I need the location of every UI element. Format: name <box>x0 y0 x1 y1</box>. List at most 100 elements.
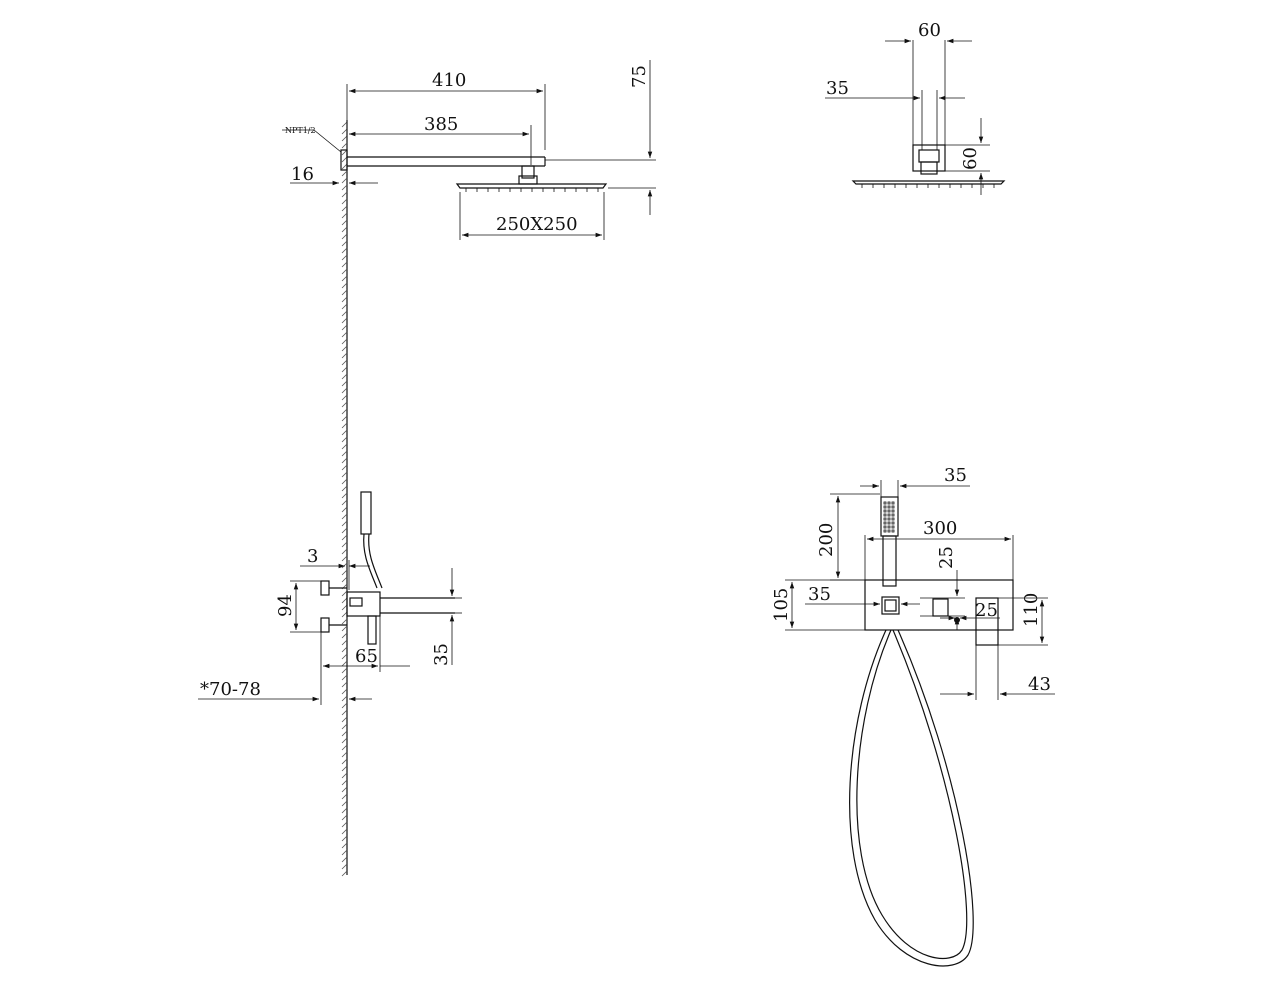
wall-hatch-line <box>341 660 348 667</box>
wall-hatch-line <box>341 457 348 464</box>
dim-spout-height: 110 <box>1021 593 1042 627</box>
spray-hole <box>883 509 887 513</box>
spray-hole <box>887 513 891 517</box>
dim-spout-projection: 65 <box>355 646 378 667</box>
wall-hatch-line <box>341 415 348 422</box>
spray-hole <box>883 517 887 521</box>
wall-hatch-line <box>341 135 348 142</box>
wall-hatch-line <box>341 352 348 359</box>
valve-side-section <box>320 491 455 645</box>
spray-hole <box>887 501 891 505</box>
dim-panel-width: 300 <box>923 518 957 539</box>
wall-hatch-line <box>341 590 348 597</box>
wall-hatch-line <box>341 282 348 289</box>
wall-hatch-line <box>341 191 348 198</box>
wall-hatch-line <box>341 261 348 268</box>
dim-spout-width: 43 <box>1028 674 1051 695</box>
wall-hatch-line <box>341 184 348 191</box>
wall-hatch-line <box>341 324 348 331</box>
wall-hatch-line <box>341 604 348 611</box>
spray-hole <box>887 517 891 521</box>
dim-wall-depth: *70-78 <box>200 679 261 700</box>
wall-hatch-line <box>341 394 348 401</box>
dim-panel-height: 105 <box>771 588 792 622</box>
wall-hatch-line <box>341 758 348 765</box>
wall-hatch-line <box>341 464 348 471</box>
wall-hatch-line <box>341 142 348 149</box>
dim-plate-gap: 3 <box>307 546 318 567</box>
wall-hatch-line <box>341 681 348 688</box>
wall-hatch-line <box>341 863 348 870</box>
spray-hole <box>883 525 887 529</box>
wall-hatch-line <box>341 618 348 625</box>
dim-handheld-height: 200 <box>816 523 837 557</box>
dim-handheld-width: 35 <box>944 465 967 486</box>
wall-hatch-line <box>341 548 348 555</box>
wall-hatch-line <box>341 177 348 184</box>
dimension-lines-lower-right <box>785 480 1055 700</box>
dimension-lines-top-left <box>282 60 656 240</box>
wall-hatch-line <box>341 800 348 807</box>
wall-hatch-line <box>341 730 348 737</box>
spray-hole <box>891 517 895 521</box>
wall-hatch-line <box>341 205 348 212</box>
shower-head-side-view <box>851 40 1006 188</box>
wall-hatch-line <box>341 387 348 394</box>
wall-hatch-line <box>341 702 348 709</box>
wall-hatch-line <box>341 737 348 744</box>
wall-hatch-line <box>341 240 348 247</box>
wall-hatch-line <box>341 233 348 240</box>
spray-hole <box>891 529 895 533</box>
dim-knob-inner: 25 <box>975 600 998 621</box>
dim-top-width: 60 <box>918 20 941 41</box>
dim-arm-length: 410 <box>432 70 466 91</box>
wall-hatch-line <box>341 345 348 352</box>
wall-hatch-line <box>341 310 348 317</box>
spray-hole <box>891 505 895 509</box>
wall-hatch-line <box>341 856 348 863</box>
spray-hole <box>891 525 895 529</box>
valve-front-view <box>849 496 1014 967</box>
wall-hatch-line <box>341 555 348 562</box>
wall-hatch-line <box>341 772 348 779</box>
wall-hatch-line <box>341 128 348 135</box>
wall-hatch-line <box>341 366 348 373</box>
wall-hatch-line <box>341 723 348 730</box>
spray-hole <box>883 529 887 533</box>
wall-hatch-line <box>341 786 348 793</box>
wall-hatch-line <box>341 121 348 128</box>
spray-hole <box>887 521 891 525</box>
wall-hatch-line <box>341 779 348 786</box>
wall-hatch-line <box>341 807 348 814</box>
dimension-lines-lower-left <box>198 560 462 705</box>
wall-hatch-line <box>341 870 348 877</box>
wall-hatch-line <box>341 401 348 408</box>
wall-hatch-line <box>341 646 348 653</box>
wall-hatch-line <box>341 597 348 604</box>
wall-hatch-line <box>341 625 348 632</box>
shower-arm-elevation <box>340 149 608 192</box>
wall-hatch-line <box>341 436 348 443</box>
wall-hatch-line <box>341 688 348 695</box>
wall-hatch-line <box>341 149 348 156</box>
dimension-lines-top-right <box>825 38 990 195</box>
wall-hatch-line <box>341 569 348 576</box>
wall-hatch-line <box>341 821 348 828</box>
wall-hatch-line <box>341 842 348 849</box>
wall-hatch-line <box>341 275 348 282</box>
wall-hatch-line <box>341 849 348 856</box>
wall-hatch-line <box>341 793 348 800</box>
wall-hatch-line <box>341 667 348 674</box>
wall-hatch-line <box>341 506 348 513</box>
spray-hole <box>887 525 891 529</box>
spray-hole <box>887 509 891 513</box>
spray-hole <box>887 505 891 509</box>
wall-hatch-line <box>341 268 348 275</box>
wall-hatch-line <box>341 156 348 163</box>
spray-hole <box>891 509 895 513</box>
dim-head-size: 250X250 <box>496 214 578 235</box>
wall-hatch-line <box>341 835 348 842</box>
wall-hatch-line <box>341 303 348 310</box>
wall-hatch-line <box>341 359 348 366</box>
